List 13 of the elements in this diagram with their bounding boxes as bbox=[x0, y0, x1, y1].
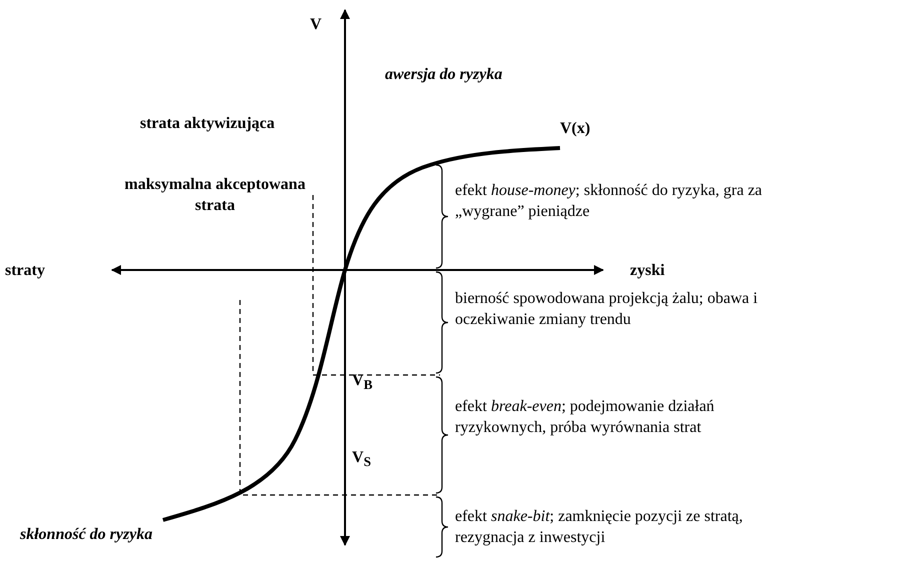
description-text: efekt house-money; skłonność do ryzyka, gra za „wygrane” pieniądze bbox=[455, 181, 764, 222]
axis-label: straty bbox=[5, 261, 45, 281]
description-text: bierność spowodowana projekcją żalu; obawa i oczekiwanie zmiany trendu bbox=[455, 289, 759, 330]
annotation-label: strata aktywizująca bbox=[140, 114, 275, 134]
annotation-label: maksymalna akceptowana strata bbox=[124, 175, 306, 216]
description-text: efekt snake-bit; zamknięcie pozycji ze stratą, rezygnacja z inwestycji bbox=[455, 507, 744, 548]
description-text: efekt break-even; podejmowanie działań ryzykownych, próba wyrównania strat bbox=[455, 397, 716, 438]
region-label: skłonność do ryzyka bbox=[20, 525, 152, 545]
axis-label: V bbox=[310, 15, 322, 35]
axis-label: zyski bbox=[630, 261, 665, 281]
curve-label: V(x) bbox=[560, 119, 590, 139]
point-label: V$_{S}$ bbox=[352, 448, 371, 472]
region-label: awersja do ryzyka bbox=[385, 65, 502, 85]
